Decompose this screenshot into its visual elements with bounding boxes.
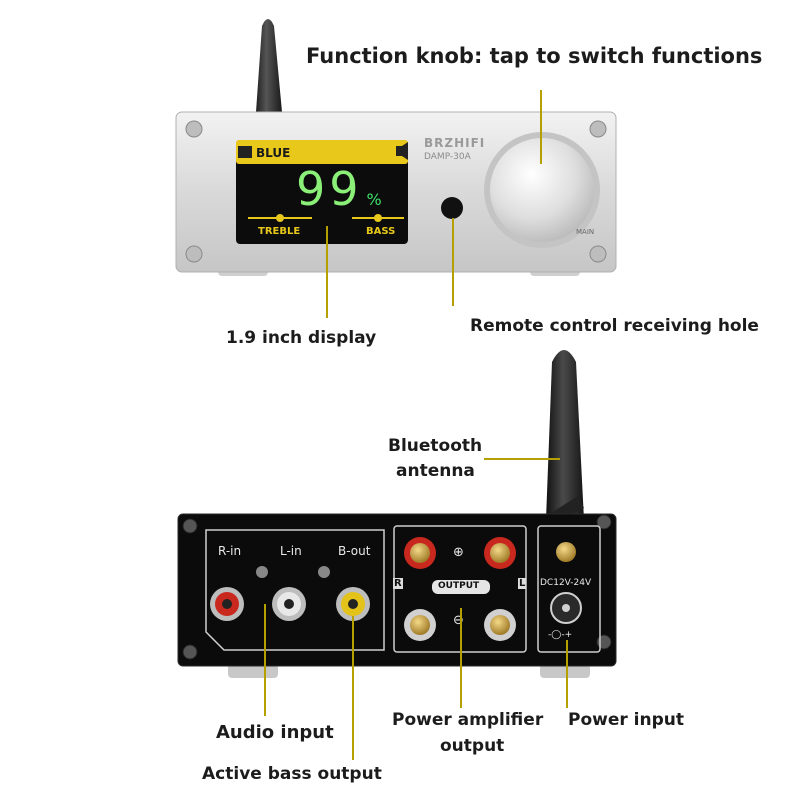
active-bass-output-callout: Active bass output [202,764,382,784]
brand-logo: BRZHIFI [424,136,486,150]
dc-polarity-label: -◯-+ [548,630,573,640]
rear-antenna [546,350,584,520]
bluetooth-antenna-leader [484,458,560,460]
remote-hole-callout: Remote control receiving hole [470,316,759,336]
l-in-label: L-in [280,544,302,558]
minus-mark: ⊖ [453,613,464,628]
rear-amplifier-illustration [177,350,617,678]
screen-treble-label: TREBLE [258,226,301,237]
front-antenna [256,19,282,112]
remote-receiver-hole [441,197,463,219]
screen-volume-value: 99% [296,162,382,216]
bluetooth-antenna-callout-line1: Bluetooth [388,436,483,456]
power-input-callout: Power input [568,710,685,730]
function-knob-leader [540,90,542,164]
power-amp-output-callout-line2: output [440,736,505,756]
b-out-label: B-out [338,544,371,558]
model-label: DAMP-30A [424,152,471,162]
rca-b-out [336,587,370,621]
front-amplifier-illustration [175,19,617,276]
r-channel-mark: R [393,578,403,589]
r-in-label: R-in [218,544,242,558]
speaker-terminals [404,537,516,641]
front-amplifier [0,0,800,300]
volume-unit: % [366,190,382,209]
power-input-leader [566,640,568,708]
remote-hole-leader [452,218,454,306]
rca-r-in [210,587,244,621]
plus-mark: ⊕ [453,545,464,560]
knob-main-label: MAIN [576,228,595,236]
output-label: OUTPUT [438,581,480,591]
power-amp-output-leader [460,608,462,708]
display-callout: 1.9 inch display [226,328,377,348]
rear-panel [177,513,617,667]
rca-l-in [272,587,306,621]
screen-source: BLUE [256,146,291,160]
function-knob-callout: Function knob: tap to switch functions [306,44,763,68]
bass-output-leader [352,616,354,760]
rear-amplifier [0,330,800,690]
dc-voltage-label: DC12V-24V [540,578,592,588]
audio-input-callout: Audio input [216,722,334,743]
l-channel-mark: L [518,578,527,589]
power-amp-output-callout-line1: Power amplifier [392,710,544,730]
volume-number: 99 [296,162,363,216]
display-leader [326,226,328,318]
screen-bass-label: BASS [366,226,396,237]
bluetooth-antenna-callout-line2: antenna [396,461,475,481]
function-knob [490,138,594,242]
audio-input-leader [264,604,266,716]
